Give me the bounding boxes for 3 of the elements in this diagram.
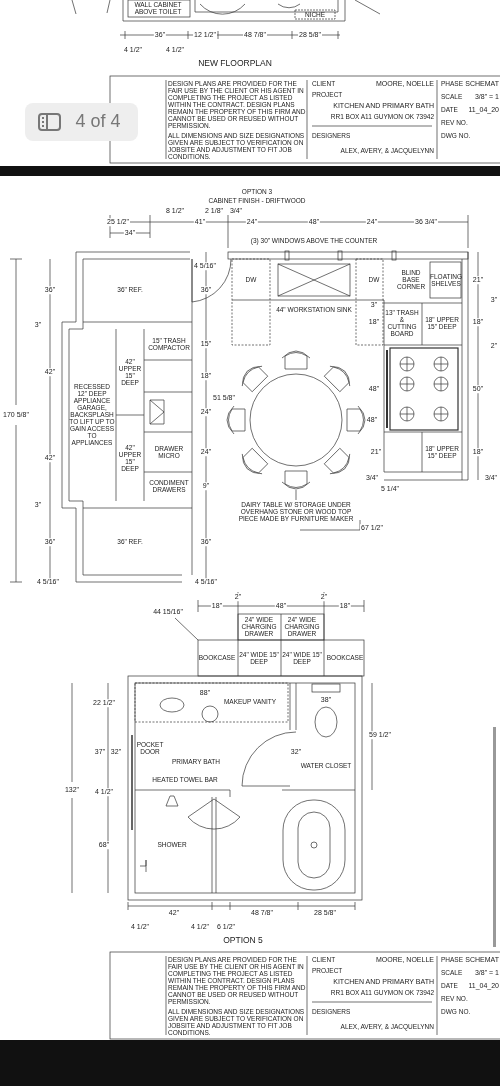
plan-title: OPTION 5 [223, 936, 263, 946]
plan-title: NEW FLOORPLAN [198, 59, 272, 69]
page-counter: 4 of 4 [75, 112, 121, 132]
